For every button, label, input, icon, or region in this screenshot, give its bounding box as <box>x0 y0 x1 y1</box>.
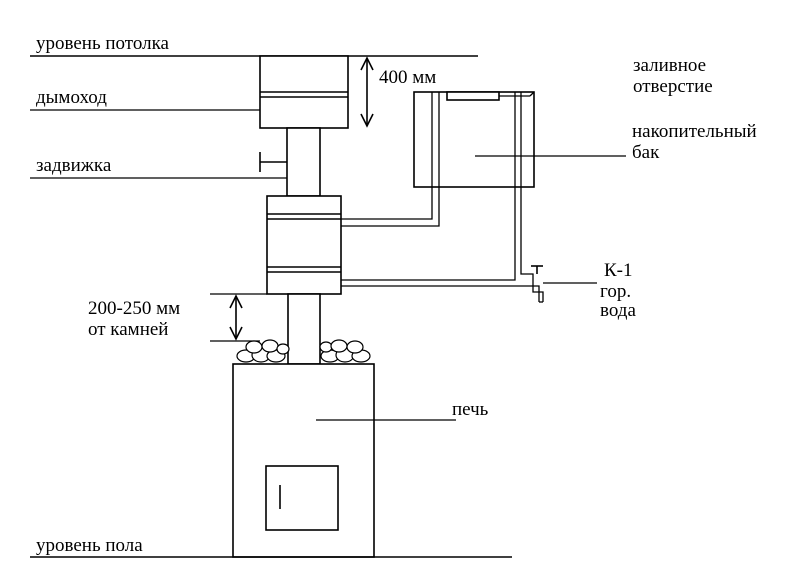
stones-left <box>236 339 290 363</box>
filler-hole <box>446 91 500 101</box>
floor-level-label: уровень пола <box>36 535 143 556</box>
flue-pipe-lower <box>287 293 321 365</box>
lower-pipe <box>341 285 540 302</box>
arrow-up-icon <box>229 294 243 309</box>
clearance-top-label: 400 мм <box>379 67 436 88</box>
tap-label-line1: К-1 <box>604 260 633 281</box>
stove-door <box>265 465 339 531</box>
tap-label-line3: вода <box>600 300 636 321</box>
upper-pipe <box>341 187 440 227</box>
lower-pipe <box>520 187 544 302</box>
tap-label-line2: гор. <box>600 281 631 302</box>
chimney-label: дымоход <box>36 87 107 108</box>
filler-label-line1: заливное <box>633 55 706 76</box>
heat-exchanger <box>266 195 342 295</box>
ceiling-level-label: уровень потолка <box>36 33 170 54</box>
tank-label-line2: бак <box>632 142 660 163</box>
storage-tank <box>413 91 535 188</box>
arrow-down-icon <box>360 113 374 128</box>
damper-label: задвижка <box>36 155 112 176</box>
filler-leader <box>529 91 535 97</box>
stove-label: печь <box>452 399 489 420</box>
lower-pipe <box>341 187 516 281</box>
tank-label-line1: накопительный <box>632 121 757 142</box>
filler-label-line2: отверстие <box>633 76 713 97</box>
stones-right <box>319 339 371 363</box>
upper-pipe <box>341 187 433 220</box>
arrow-down-icon <box>229 326 243 341</box>
clearance-stones-label-line1: 200-250 мм <box>88 298 180 319</box>
arrow-up-icon <box>360 56 374 71</box>
flue-pipe-upper <box>286 127 321 197</box>
clearance-stones-label-line2: от камней <box>88 319 168 340</box>
